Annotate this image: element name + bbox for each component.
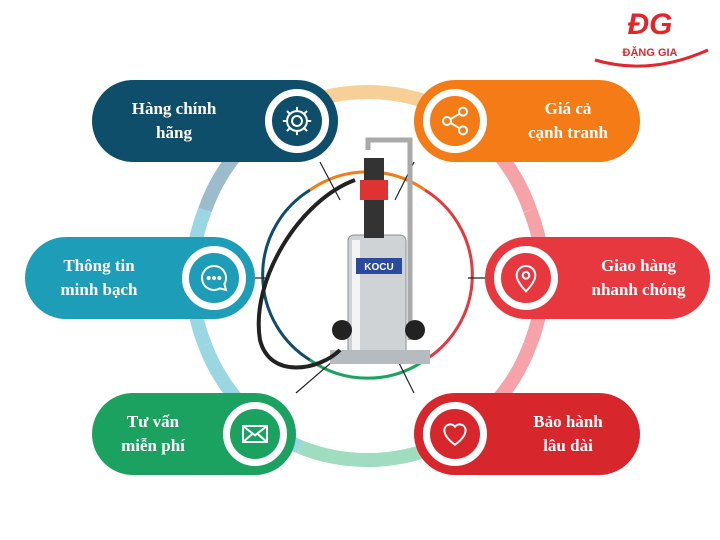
- mail-icon: [223, 402, 287, 466]
- feature-label: Tư vấn miễn phí: [121, 412, 185, 455]
- feature-price: Giá cả cạnh tranh: [414, 80, 640, 162]
- feature-label: Giao hàng nhanh chóng: [591, 256, 686, 299]
- feature-consult: Tư vấn miễn phí: [92, 393, 296, 475]
- share-icon: [423, 89, 487, 153]
- product-label: KOCU: [364, 262, 393, 273]
- brand-name: ĐẶNG GIA: [623, 46, 678, 59]
- chat-icon: [182, 246, 246, 310]
- feature-delivery: Giao hàng nhanh chóng: [485, 237, 710, 319]
- feature-label: Hàng chính hãng: [131, 99, 217, 142]
- heart-icon: [423, 402, 487, 466]
- feature-label: Giá cả cạnh tranh: [528, 99, 608, 142]
- logo-mark: ĐG: [628, 8, 673, 41]
- feature-genuine: Hàng chính hãng: [92, 80, 338, 162]
- feature-warranty: Bảo hành lâu dài: [414, 393, 640, 475]
- feature-transparent: Thông tin minh bạch: [25, 237, 255, 319]
- feature-label: Thông tin minh bạch: [60, 256, 138, 299]
- feature-label: Bảo hành lâu dài: [533, 412, 603, 455]
- location-pin-icon: [494, 246, 558, 310]
- brand-logo: ĐG ĐẶNG GIA: [590, 4, 710, 72]
- gear-icon: [265, 89, 329, 153]
- grease-pump-image: KOCU: [256, 137, 430, 370]
